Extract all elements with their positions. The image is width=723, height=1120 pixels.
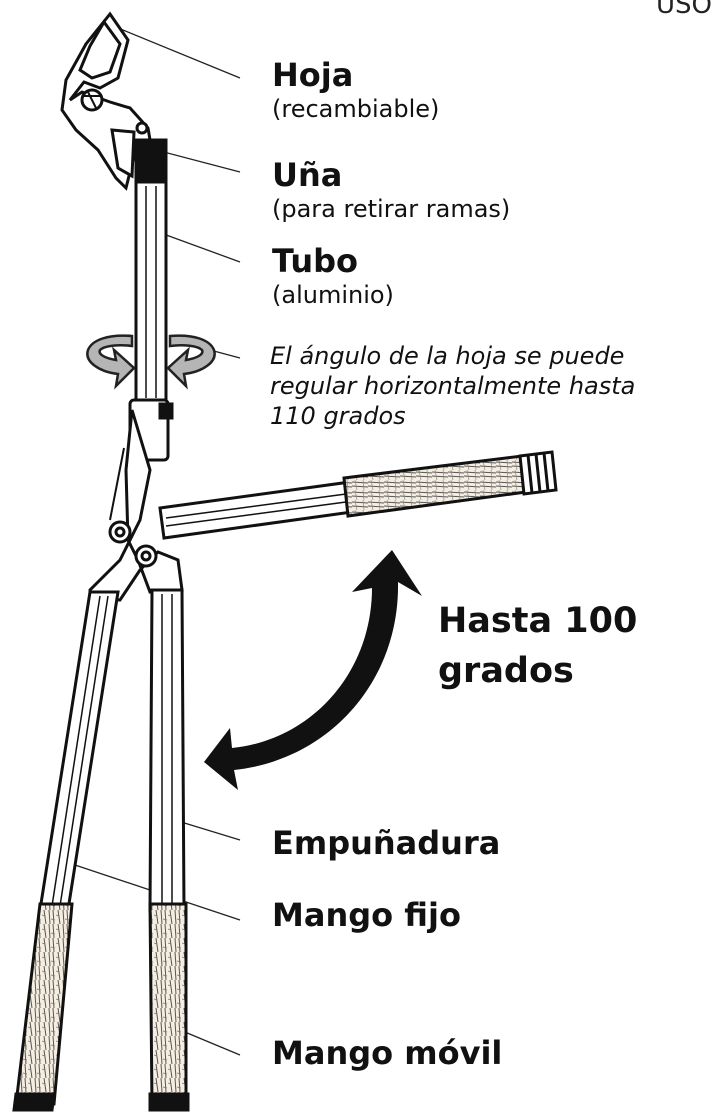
label-empunadura: Empuñadura xyxy=(272,824,501,862)
lever-joint xyxy=(88,409,184,602)
rotation-label-line2: grados xyxy=(438,651,574,691)
curved-arrow xyxy=(204,550,422,790)
leader-mango-movil xyxy=(179,1029,241,1056)
label-hoja-title: Hoja xyxy=(272,56,354,94)
blade-head xyxy=(60,11,152,191)
angle-note-line3: 110 grados xyxy=(270,402,406,430)
leader-hoja xyxy=(117,27,241,79)
rotation-label-line1: Hasta 100 xyxy=(438,601,638,641)
leader-tubo xyxy=(157,231,241,263)
upper-tube xyxy=(128,138,174,462)
label-hoja-sub: (recambiable) xyxy=(272,95,440,123)
angle-note-line2: regular horizontalmente hasta xyxy=(270,372,636,400)
label-una-sub: (para retirar ramas) xyxy=(272,195,511,223)
angle-note-line1: El ángulo de la hoja se puede xyxy=(270,342,625,370)
corner-text: USO xyxy=(656,0,712,20)
fixed-handle xyxy=(12,590,120,1112)
label-mango-movil: Mango móvil xyxy=(272,1034,503,1072)
label-mango-fijo: Mango fijo xyxy=(272,896,461,934)
movable-handle xyxy=(148,588,190,1112)
label-una-title: Uña xyxy=(272,156,343,194)
label-tubo-sub: (aluminio) xyxy=(272,281,394,309)
extended-handle xyxy=(158,450,558,540)
label-tubo-title: Tubo xyxy=(272,242,358,280)
rotation-arrows xyxy=(86,334,216,390)
